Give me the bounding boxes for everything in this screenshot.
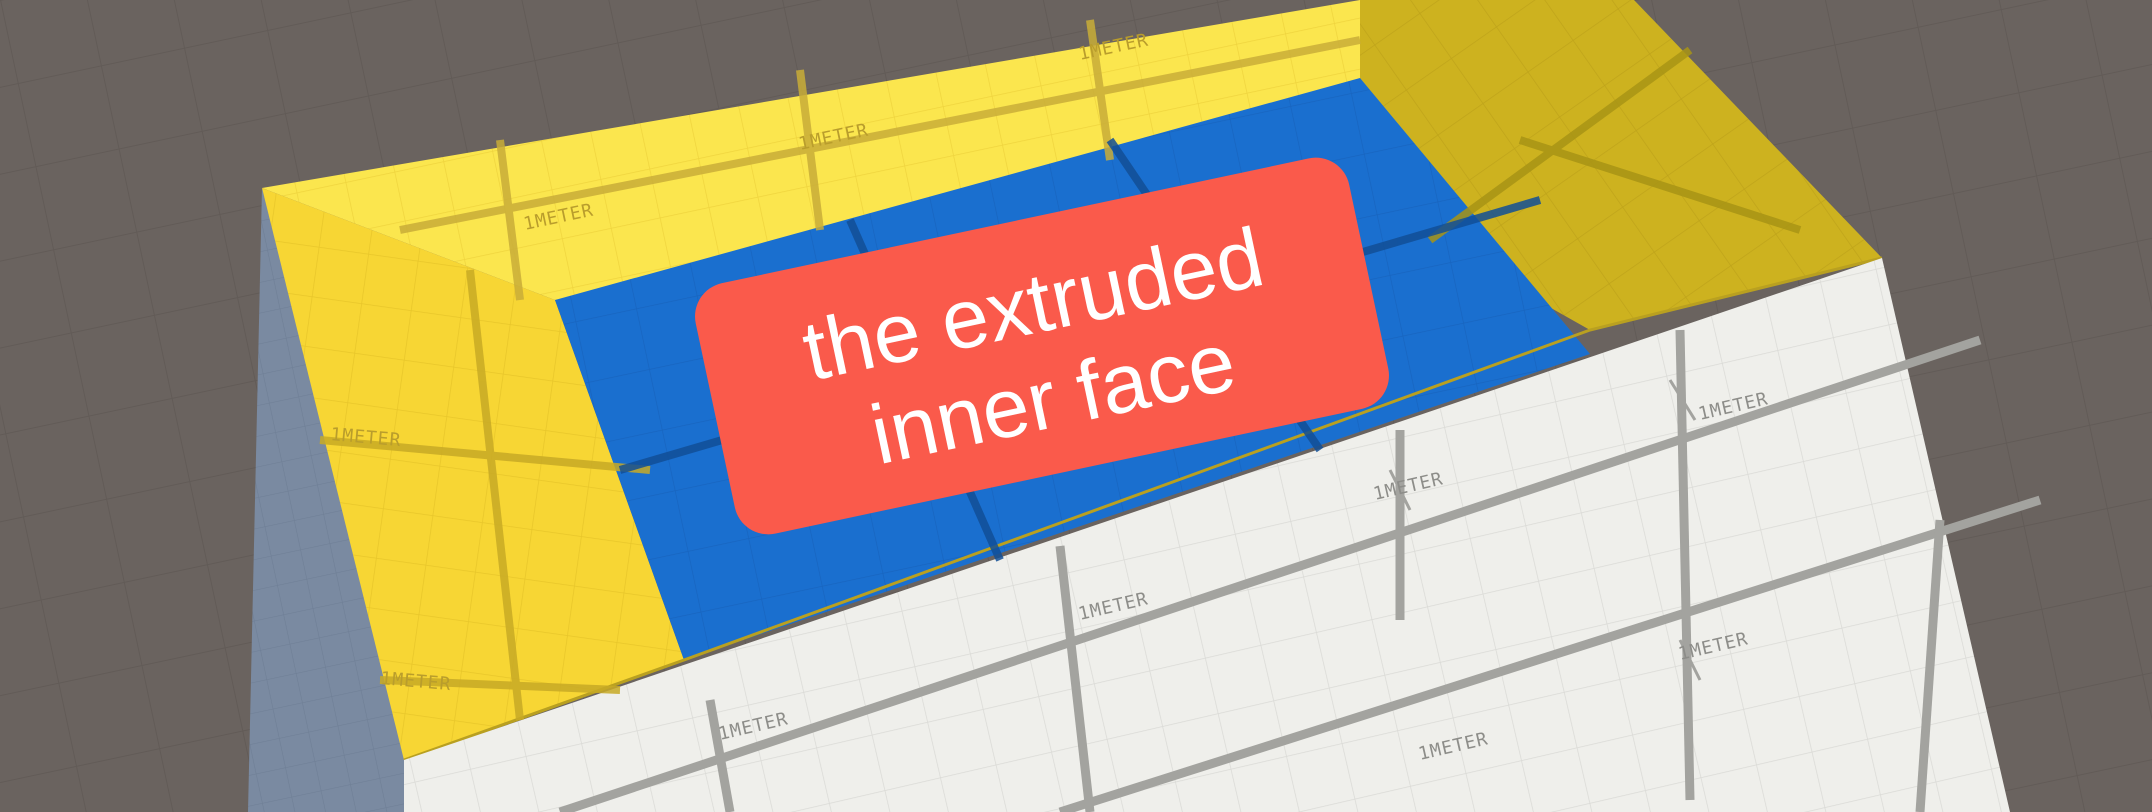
cube-front-face xyxy=(404,258,2010,812)
front-top-edge xyxy=(403,256,1883,762)
cube-left-side-face xyxy=(248,188,404,812)
back-wall-texture-lines xyxy=(399,19,1361,301)
front-texture-cross-ticks xyxy=(1388,379,1702,681)
right-wall-texture-lines xyxy=(1427,46,1802,244)
extruded-back-wall xyxy=(262,0,1634,300)
left-wall-texture-lines xyxy=(319,269,651,721)
extruded-left-wall xyxy=(262,188,684,760)
callout-box xyxy=(695,157,1389,535)
front-texture-lines xyxy=(558,329,2042,812)
callout-label: the extruded inner face xyxy=(695,157,1389,535)
